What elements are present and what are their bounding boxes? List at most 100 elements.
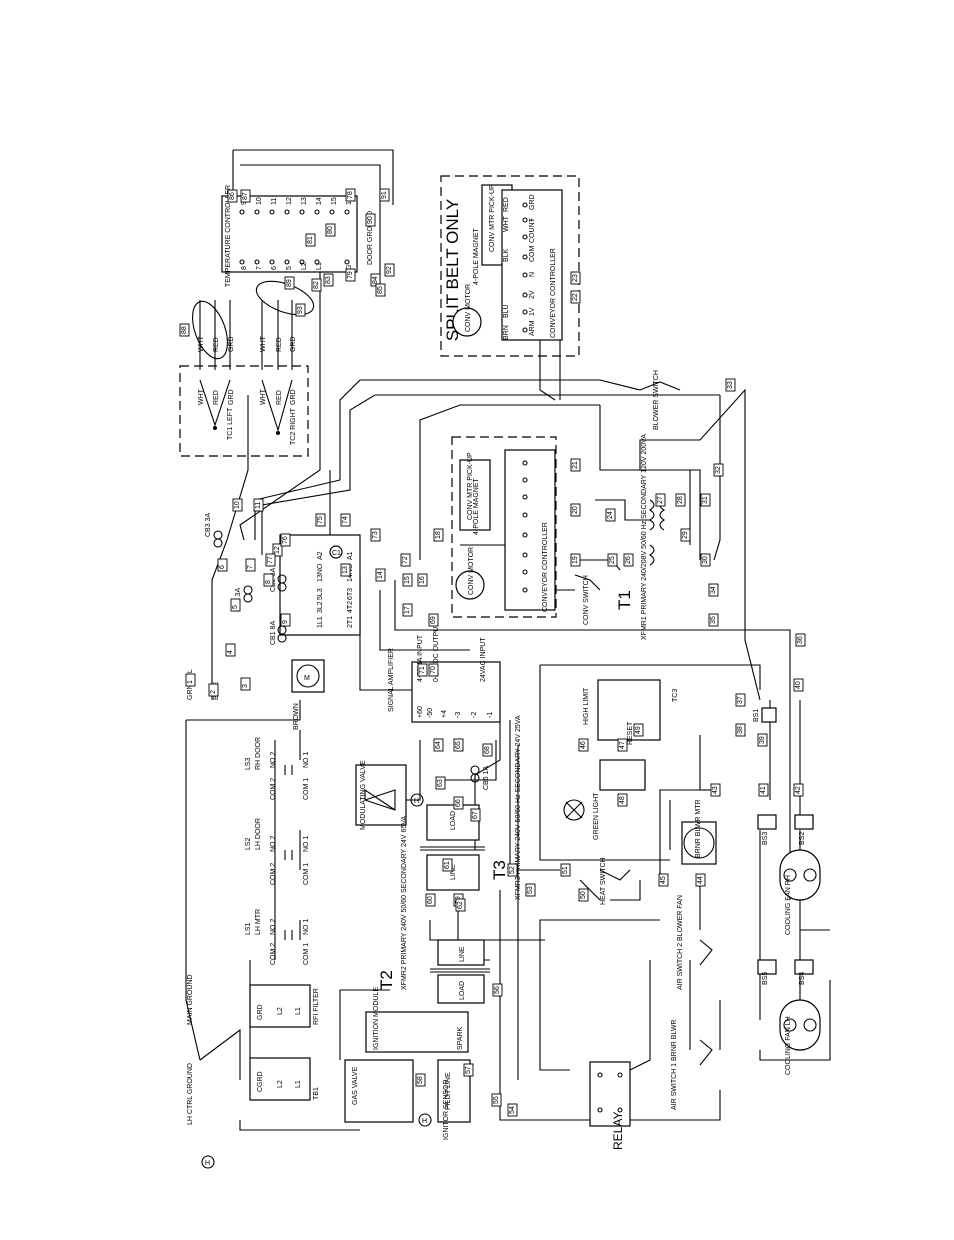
amp-pin-plus60: +60 <box>417 706 424 718</box>
wire-tag-50: 50 <box>578 888 589 902</box>
wire-tag-43: 43 <box>710 783 721 797</box>
wire-tag-28: 28 <box>675 493 686 507</box>
ls3-com1: COM 1 <box>303 778 310 800</box>
gas-valve-label: GAS VALVE <box>352 1066 359 1105</box>
tb-pin-l2: L2 <box>277 1080 284 1088</box>
wire-tag-34: 34 <box>708 583 719 597</box>
tb-pin-cgrd: CGRD <box>257 1071 264 1092</box>
ground-h-symbol <box>201 1155 215 1169</box>
wire-color-red: RED <box>213 390 220 405</box>
burner-blower-box <box>681 821 717 865</box>
wire-number: 27 <box>657 496 664 504</box>
ls1-no2: NO 2 <box>270 919 277 935</box>
wire-tag-62: 62 <box>455 898 466 912</box>
terminal-9: 9 <box>241 201 248 205</box>
blower-switch-label: BLOWER SWITCH <box>653 370 660 430</box>
wire-number: 45 <box>660 876 667 884</box>
wire-tag-55: 55 <box>491 1093 502 1107</box>
pin-6t3: 6T3 <box>347 588 354 600</box>
amp-pin-minus1: -1 <box>487 712 494 718</box>
wire-tag-46: 46 <box>578 738 589 752</box>
wire-number: 56 <box>494 986 501 994</box>
wire-tag-13: 13 <box>340 563 351 577</box>
wire-color-grd: GRD <box>290 389 297 405</box>
cb5-label: CB5 1A <box>483 766 490 790</box>
terminal-14: 14 <box>316 197 323 205</box>
wire-tag-33: 33 <box>725 378 736 392</box>
wire-tag-51: 51 <box>560 863 571 877</box>
wire-number: 78 <box>347 191 354 199</box>
wire-tag-76: 76 <box>280 533 291 547</box>
wire-tag-87: 87 <box>240 189 251 203</box>
ls2-no2: NO 2 <box>270 836 277 852</box>
wire-number: 32 <box>715 466 722 474</box>
pin-3l2: 3L2 <box>317 601 324 613</box>
wire-color-grd: GRD <box>290 336 297 352</box>
ls3-label: RH DOOR <box>255 737 262 770</box>
wire-tag-54: 54 <box>507 1103 518 1117</box>
wire-tag-61: 61 <box>442 858 453 872</box>
cooling-fan-lh-label: COOLING FAN LH <box>785 1016 792 1075</box>
wire-tag-37: 37 <box>735 693 746 707</box>
wire-blu: BLU <box>503 304 510 318</box>
wire-tag-93: 93 <box>295 303 306 317</box>
bs1-box <box>761 707 777 723</box>
terminal-15: 15 <box>331 197 338 205</box>
conveyor-zone <box>451 436 557 618</box>
amplifier-vac-label: 24VAC INPUT <box>480 637 487 682</box>
wire-tag-20: 20 <box>570 503 581 517</box>
transformer-t3: LOAD LINE T3 XFMR3 PRIMARY 240V 50/60 Hz… <box>420 715 522 900</box>
wire-tag-68: 68 <box>482 743 493 757</box>
wire-number: 33 <box>727 381 734 389</box>
wire-number: 2 <box>210 690 217 694</box>
terminal-6: 6 <box>271 266 278 270</box>
pin-2t1: 2T1 <box>347 616 354 628</box>
cb2-label: CB2 8A <box>270 568 277 592</box>
terminal-l1: L1 <box>316 262 323 270</box>
wire-number: 5 <box>232 605 239 609</box>
tc2-junction <box>276 431 280 435</box>
wire-number: 77 <box>267 556 274 564</box>
wire-number: 1 <box>187 680 194 684</box>
conv-motor-2-label: CONV MOTOR <box>468 547 475 595</box>
wire-tag-53: 53 <box>525 883 536 897</box>
wire-number: 40 <box>795 681 802 689</box>
signal-amplifier: SIGNAL AMPLIFIER 4-20MA INPUT 0-20VDC OU… <box>388 622 501 723</box>
high-limit-block: HIGH LIMIT RESET TC3 GREEN LIGHT <box>563 679 679 840</box>
wire-color-wht: WHT <box>260 335 267 352</box>
pin-a1: A1 <box>347 551 354 560</box>
wire-number: 20 <box>572 506 579 514</box>
wire-number: 65 <box>455 741 462 749</box>
ls2-no1: NO 1 <box>303 836 310 852</box>
wire-tag-84: 84 <box>370 273 381 287</box>
wire-tag-44: 44 <box>695 873 706 887</box>
wire-number: 85 <box>377 286 384 294</box>
bs3-label: BS3 <box>762 832 769 845</box>
terminal-5: 5 <box>286 266 293 270</box>
wire-tag-27: 27 <box>655 493 666 507</box>
pin-com: COM <box>529 246 536 263</box>
pin-n: N <box>529 272 536 277</box>
rfi-pin-l2: L2 <box>277 1007 284 1015</box>
pickup-label-2: CONV MTR PICK-UP <box>467 452 474 520</box>
wire-number: 13 <box>342 566 349 574</box>
cooling-fan-rh-label: COOLING FAN RH <box>785 875 792 935</box>
wire-tag-19: 19 <box>570 553 581 567</box>
burner-blower-label: BRNR BLWR MTR <box>695 799 702 858</box>
wire-number: 69 <box>430 616 437 624</box>
terminal-8: 8 <box>241 266 248 270</box>
wire-number: 24 <box>607 511 614 519</box>
t3-line: LINE <box>450 864 457 880</box>
modulating-valve-label: MODULATING VALVE <box>360 760 367 830</box>
wire-brn: BRN <box>503 325 510 340</box>
controller-label: TEMPERATURE CONTROLLER <box>225 185 232 287</box>
tc2-label: TC2 RIGHT <box>290 407 297 445</box>
wire-number: 67 <box>472 811 479 819</box>
thermocouple-zone <box>179 365 309 457</box>
wire-color-wht: WHT <box>260 388 267 405</box>
amp-pin-minus3: -3 <box>455 712 462 718</box>
wire-tag-16: 16 <box>417 573 428 587</box>
terminal-13: 13 <box>301 197 308 205</box>
wire-number: 8 <box>265 580 272 584</box>
circuit-breakers: CB2 8A CB1 8A CB4 3A CB3 3A CB5 1A <box>205 513 490 790</box>
